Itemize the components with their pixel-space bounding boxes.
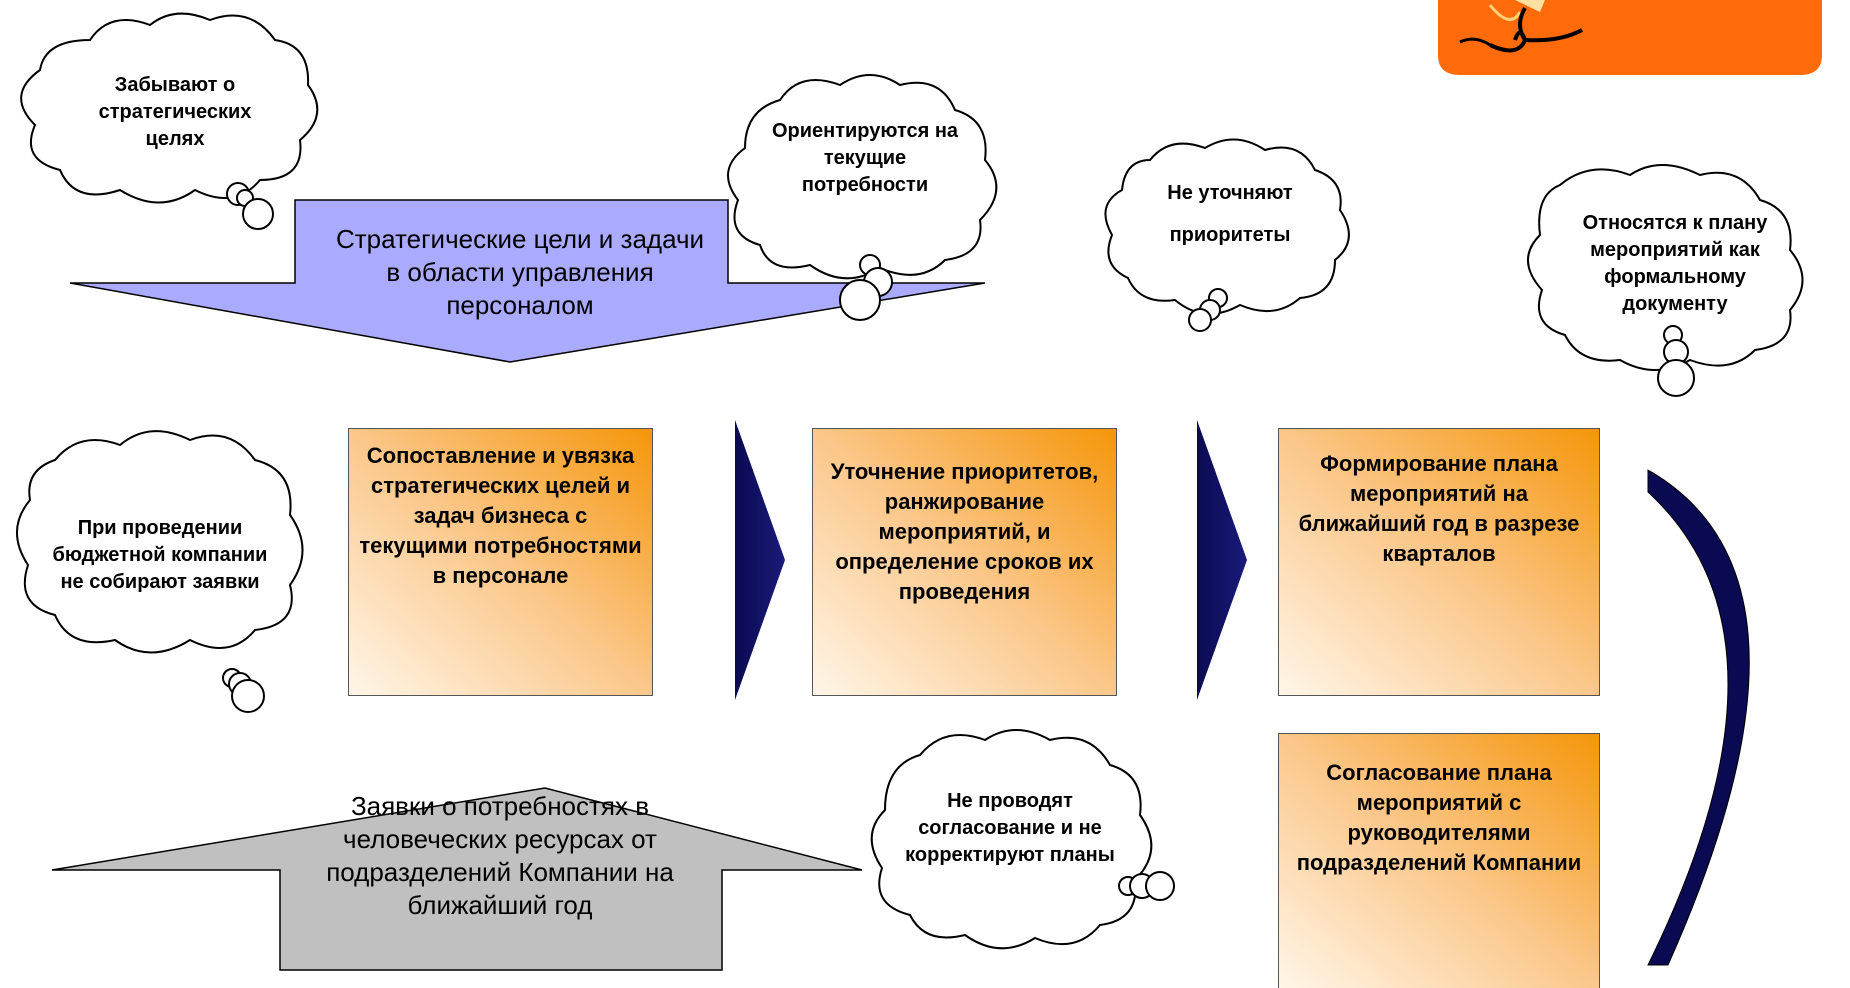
strategic-goals-arrow — [69, 199, 986, 363]
cloud-forget-goals-label: Забывают о стратегических целях — [98, 74, 252, 150]
cloud-no-requests — [16, 430, 304, 654]
process-box-matching: Сопоставление и увязка стратегических це… — [348, 428, 653, 696]
process-box-plan-forming-label: Формирование плана мероприятий на ближай… — [1298, 451, 1580, 566]
cloud-formal-plan-label: Относятся к плану мероприятий как формал… — [1582, 212, 1768, 315]
flow-arrow-1 — [735, 420, 785, 700]
curved-return-arrow — [1647, 469, 1750, 966]
process-box-matching-label: Сопоставление и увязка стратегических це… — [359, 443, 642, 588]
cloud-no-agreement — [870, 729, 1153, 950]
cloud-no-requests-label: При проведении бюджетной компании не соб… — [52, 517, 268, 593]
cloud-forget-goals — [20, 12, 319, 204]
process-box-prioritizing: Уточнение приоритетов, ранжирование меро… — [812, 428, 1117, 696]
requests-arrow-label: Заявки о потребностях в человеческих рес… — [326, 791, 674, 920]
cloud-no-priorities-label-1: Не уточняют — [1167, 182, 1293, 204]
requests-arrow — [51, 787, 863, 971]
cloud-formal-plan — [1527, 164, 1804, 371]
process-box-plan-forming: Формирование плана мероприятий на ближай… — [1278, 428, 1600, 696]
process-box-plan-agreement-label: Согласование плана мероприятий с руковод… — [1296, 760, 1582, 875]
running-figure-logo-icon — [1438, 0, 1822, 75]
cloud-current-needs — [727, 74, 998, 280]
cloud-no-priorities — [1104, 138, 1350, 315]
strategic-goals-arrow-label: Стратегические цели и задачи в области у… — [335, 224, 705, 320]
cloud-no-agreement-label: Не проводят согласование и не корректиру… — [905, 790, 1115, 866]
cloud-current-needs-label: Ориентируются на текущие потребности — [771, 120, 959, 196]
process-box-plan-agreement: Согласование плана мероприятий с руковод… — [1278, 733, 1600, 988]
cloud-no-priorities-label-2: приоритеты — [1169, 224, 1291, 246]
process-box-prioritizing-label: Уточнение приоритетов, ранжирование меро… — [830, 459, 1099, 604]
flow-arrow-2 — [1197, 420, 1247, 700]
